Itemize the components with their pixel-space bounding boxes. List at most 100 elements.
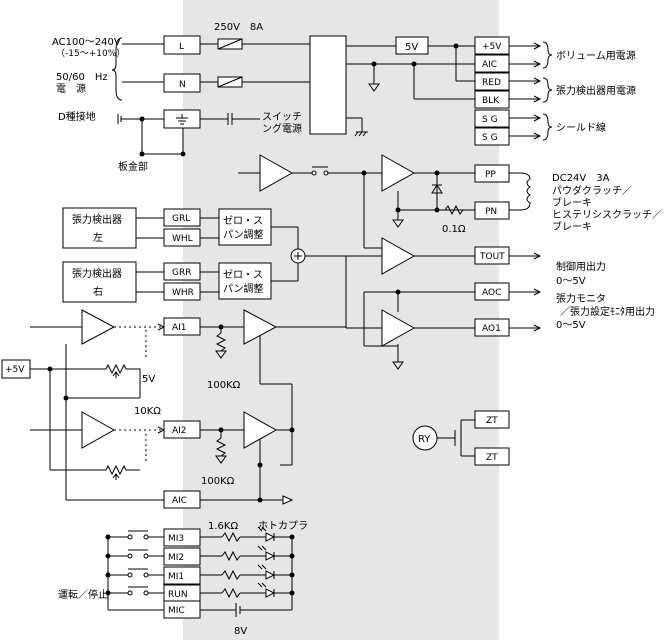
terminal-ao1-label: AO1 — [482, 324, 501, 334]
brace — [542, 41, 553, 69]
arrow-icon — [533, 60, 542, 68]
terminal-n-label: N — [179, 80, 186, 90]
junction — [289, 590, 295, 596]
terminal-l — [163, 35, 201, 55]
zero-span-left-label-1: ゼロ・ス — [223, 215, 263, 227]
shield-label: シールド線 — [556, 121, 606, 134]
frame-ground-icon — [358, 131, 363, 137]
junction — [105, 553, 111, 559]
fuse-mark — [217, 38, 243, 50]
terminal-n — [163, 73, 201, 93]
clutch-label-4: ブレーキ — [552, 220, 592, 233]
zero-span-adjust-right — [218, 262, 272, 300]
terminal-zt-1-label: ZT — [486, 416, 498, 426]
zero-span-right-label-1: ゼロ・ス — [223, 269, 263, 281]
signal-ground-icon — [392, 219, 404, 228]
terminal-grl-label: GRL — [172, 214, 190, 224]
fuse-mark — [217, 76, 243, 88]
plus5v-source-label: +5V — [5, 365, 25, 375]
led-icon — [265, 570, 276, 580]
brace — [542, 113, 553, 141]
terminal-blk-label: BLK — [482, 96, 500, 106]
resistor-100k-1 — [215, 332, 227, 352]
ac-input-label: AC100～240V — [52, 37, 121, 48]
frame-ground-icon — [354, 131, 359, 137]
pot-resistance-label: 10KΩ — [134, 406, 161, 417]
amplifier-power — [381, 154, 416, 192]
monitor-range-label: 0～5V — [556, 320, 586, 331]
junction — [180, 151, 186, 157]
terminal-ai2-label: AI2 — [172, 426, 187, 436]
regulator-5v-label: 5V — [405, 42, 418, 53]
external-amp-2 — [81, 411, 116, 449]
terminal-run-label: RUN — [168, 590, 188, 600]
junction — [289, 534, 295, 540]
led-icon — [265, 532, 276, 542]
terminal-grr-label: GRR — [172, 268, 191, 278]
relay-contact — [311, 170, 317, 176]
clutch-label-3: ヒステリシスクラッチ／ — [552, 209, 662, 221]
sensor-right-label-1: 張力検出器 — [72, 267, 122, 280]
switch-contact — [143, 553, 149, 559]
arrow-icon — [533, 132, 542, 140]
tension-sensor-left — [62, 207, 137, 249]
terminal-aoc-label: AOC — [482, 288, 501, 298]
ground-d-label: D種接地 — [58, 110, 96, 123]
arrow-icon — [533, 95, 542, 103]
photocoupler-label: ホトカプラ — [258, 520, 308, 532]
diode-icon — [431, 184, 443, 194]
pot-wiper-icon — [112, 371, 120, 378]
control-range-label: 0～5V — [556, 276, 586, 287]
dc24v-label: DC24V 3A — [552, 173, 610, 184]
junction — [139, 116, 145, 122]
run-stop-label: 運転／停止 — [58, 588, 108, 601]
relay-label: RY — [418, 434, 431, 445]
r100k-label-1: 100KΩ — [207, 380, 241, 391]
junction — [105, 572, 111, 578]
junction — [139, 151, 145, 157]
ac-brace — [111, 37, 123, 101]
digital-input-rows — [105, 526, 295, 603]
resistor-1-6k-run — [221, 587, 241, 599]
switch-contact — [127, 590, 133, 596]
monitor-label-1: 張力モニタ — [556, 292, 606, 305]
freq-label: 50/60 Hz — [56, 72, 108, 83]
v8-label: 8V — [234, 626, 247, 637]
switch-contact — [127, 553, 133, 559]
arrow-icon — [533, 42, 542, 50]
junction — [257, 497, 263, 503]
light-emission-icon — [257, 582, 267, 588]
pot-wiper-icon — [112, 473, 120, 480]
terminal-aic-right-label: AIC — [482, 60, 497, 70]
light-emission-icon — [257, 526, 267, 532]
resistor-100k-2 — [215, 437, 227, 457]
terminal-whl-label: WHL — [172, 234, 193, 244]
power-source-label: 電 源 — [56, 82, 86, 95]
resistor-1-6k-mi1 — [221, 569, 241, 581]
terminal-aic-label: AIC — [172, 496, 187, 506]
terminal-zt-2-label: ZT — [486, 453, 498, 463]
terminal-pn-label: PN — [485, 207, 497, 217]
resistor-0-1-ohm — [444, 204, 464, 216]
amplifier-ai1 — [243, 309, 278, 345]
terminal-mic — [163, 600, 201, 619]
brace — [542, 77, 553, 103]
switch-contact — [143, 590, 149, 596]
terminal-red-label: RED — [482, 78, 501, 88]
signal-ground-icon — [215, 455, 227, 464]
terminal-plus5v-label: +5V — [482, 42, 502, 52]
arrow-icon — [533, 252, 542, 260]
junction — [105, 590, 111, 596]
amplifier-drive — [259, 154, 294, 192]
clutch-label-2: ブレーキ — [552, 196, 592, 209]
sensor-power-label: 張力検出器用電源 — [556, 84, 636, 97]
right-terminals-power: +5V AIC RED BLK S G S G — [474, 36, 510, 146]
terminal-sg-1-label: S G — [482, 115, 498, 125]
terminal-zt-1 — [474, 410, 510, 429]
potentiometer-2 — [100, 464, 140, 476]
terminal-mi2-label: MI2 — [168, 553, 184, 563]
fuse-label: 250V 8A — [214, 22, 263, 33]
sensor-left-label-2: 左 — [93, 231, 103, 244]
terminal-sg-2-label: S G — [482, 133, 498, 143]
